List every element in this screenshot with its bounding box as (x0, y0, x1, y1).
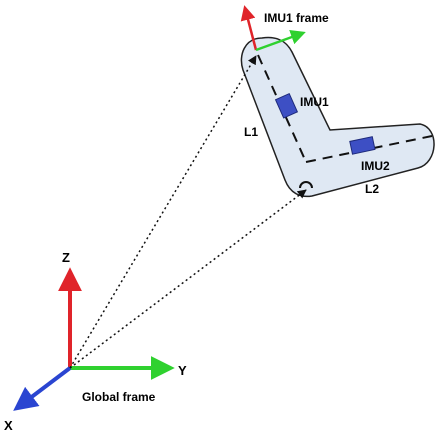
global-frame-label: Global frame (82, 390, 156, 404)
axis-z-label: Z (62, 250, 70, 265)
imu2-sensor (349, 136, 376, 155)
l2-label: L2 (365, 182, 379, 196)
imu1-label: IMU1 (300, 95, 329, 109)
position-vector-to-joint (69, 189, 307, 369)
l1-label: L1 (244, 125, 258, 139)
global-axis-x (13, 366, 72, 411)
imu1-frame-label: IMU1 frame (264, 11, 329, 25)
imu1-sensor (274, 92, 299, 119)
imu2-label: IMU2 (361, 159, 390, 173)
position-vector-to-imu1-frame (69, 55, 257, 369)
limb-shape (240, 36, 435, 198)
axis-y-label: Y (178, 363, 187, 378)
imu1-frame-axis-red (240, 5, 258, 51)
segment-l2-centerline (305, 135, 433, 163)
axis-x-label: X (4, 418, 13, 433)
imu1-frame-axis-green (255, 30, 306, 52)
joint-marker (299, 181, 313, 189)
